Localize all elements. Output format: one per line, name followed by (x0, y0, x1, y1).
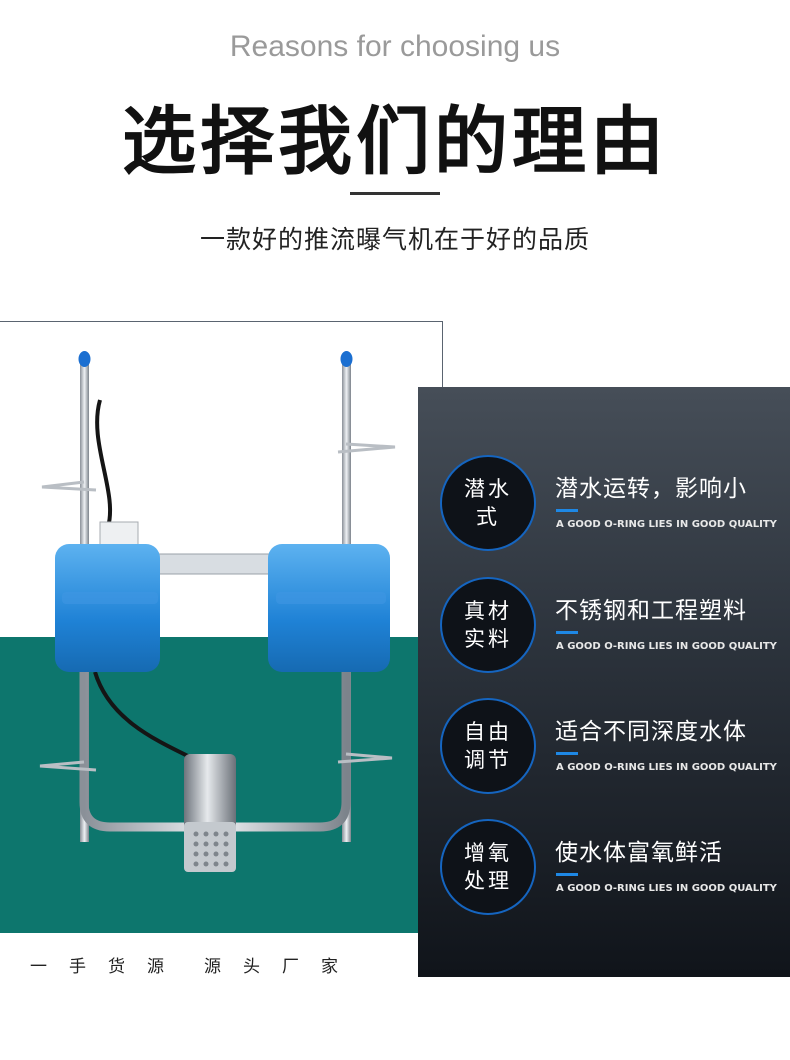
feature-accent-bar (556, 509, 578, 512)
tagline: 一款好的推流曝气机在于好的品质 (199, 225, 590, 254)
feature-accent-bar (556, 752, 578, 755)
feature-item: 潜水 式 潜水运转，影响小 A GOOD O-RING LIES IN GOOD… (440, 455, 780, 555)
badge-line1: 自由 (464, 720, 512, 744)
footer-slogan: 一手货源 源头厂家 (30, 952, 420, 977)
feature-subtitle: A GOOD O-RING LIES IN GOOD QUALITY (556, 519, 777, 530)
feature-title: 潜水运转，影响小 (555, 476, 747, 502)
aerator-product-image (39, 351, 396, 872)
page-title: 选择我们的理由 (122, 99, 668, 185)
badge-line2: 处理 (464, 869, 512, 893)
feature-title: 使水体富氧鲜活 (555, 840, 723, 866)
feature-subtitle: A GOOD O-RING LIES IN GOOD QUALITY (556, 762, 777, 773)
feature-subtitle: A GOOD O-RING LIES IN GOOD QUALITY (556, 883, 777, 894)
feature-item: 真材 实料 不锈钢和工程塑料 A GOOD O-RING LIES IN GOO… (440, 577, 780, 677)
product-image-panel (0, 321, 443, 933)
badge-line1: 增氧 (464, 841, 512, 865)
feature-badge: 增氧 处理 (440, 819, 536, 915)
badge-line2: 式 (476, 505, 500, 529)
feature-title: 不锈钢和工程塑料 (555, 598, 747, 624)
badge-line1: 真材 (464, 599, 512, 623)
feature-badge: 自由 调节 (440, 698, 536, 794)
feature-title: 适合不同深度水体 (555, 719, 747, 745)
badge-line2: 调节 (464, 748, 512, 772)
feature-badge: 真材 实料 (440, 577, 536, 673)
feature-item: 增氧 处理 使水体富氧鲜活 A GOOD O-RING LIES IN GOOD… (440, 819, 780, 919)
feature-panel: 潜水 式 潜水运转，影响小 A GOOD O-RING LIES IN GOOD… (418, 387, 790, 977)
feature-accent-bar (556, 873, 578, 876)
feature-accent-bar (556, 631, 578, 634)
slogan-part2: 源头厂家 (204, 957, 360, 977)
feature-item: 自由 调节 适合不同深度水体 A GOOD O-RING LIES IN GOO… (440, 698, 780, 798)
subtitle-en: Reasons for choosing us (229, 30, 561, 63)
feature-subtitle: A GOOD O-RING LIES IN GOOD QUALITY (556, 641, 777, 652)
feature-badge: 潜水 式 (440, 455, 536, 551)
badge-line1: 潜水 (464, 477, 512, 501)
badge-line2: 实料 (464, 627, 512, 651)
title-divider (350, 192, 440, 195)
slogan-part1: 一手货源 (30, 957, 186, 977)
